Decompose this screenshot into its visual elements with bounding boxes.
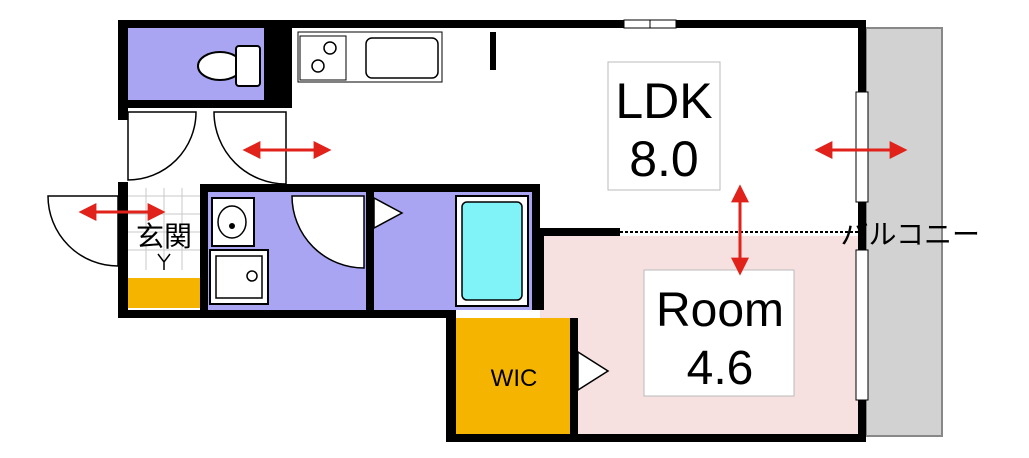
room-size: 4.6 [687,342,754,395]
wic-name: WIC [491,365,538,392]
room-name: Room [656,284,784,337]
bathtub-icon [455,195,529,307]
folding-door-icon [373,196,610,392]
walls [118,20,866,442]
toilet-icon [197,45,261,87]
wic-floor [456,318,574,436]
step-mark [157,253,171,270]
entrance-name: 玄関 [136,221,192,252]
ldk-name: LDK [615,73,712,129]
shoe-storage [128,278,202,308]
kitchen-counter [297,31,496,83]
circulation-arrows [78,141,908,276]
ldk-label-box [607,61,721,191]
room-label-box [643,269,795,397]
balcony-area [865,27,943,437]
ldk-size: 8.0 [629,131,699,187]
washbasin-icon [211,197,255,247]
entrance-tile [128,188,200,270]
washing-machine-icon [209,249,269,305]
balcony-window [855,91,869,203]
room-window [855,249,869,401]
balcony-name: バルコニー [841,219,980,250]
